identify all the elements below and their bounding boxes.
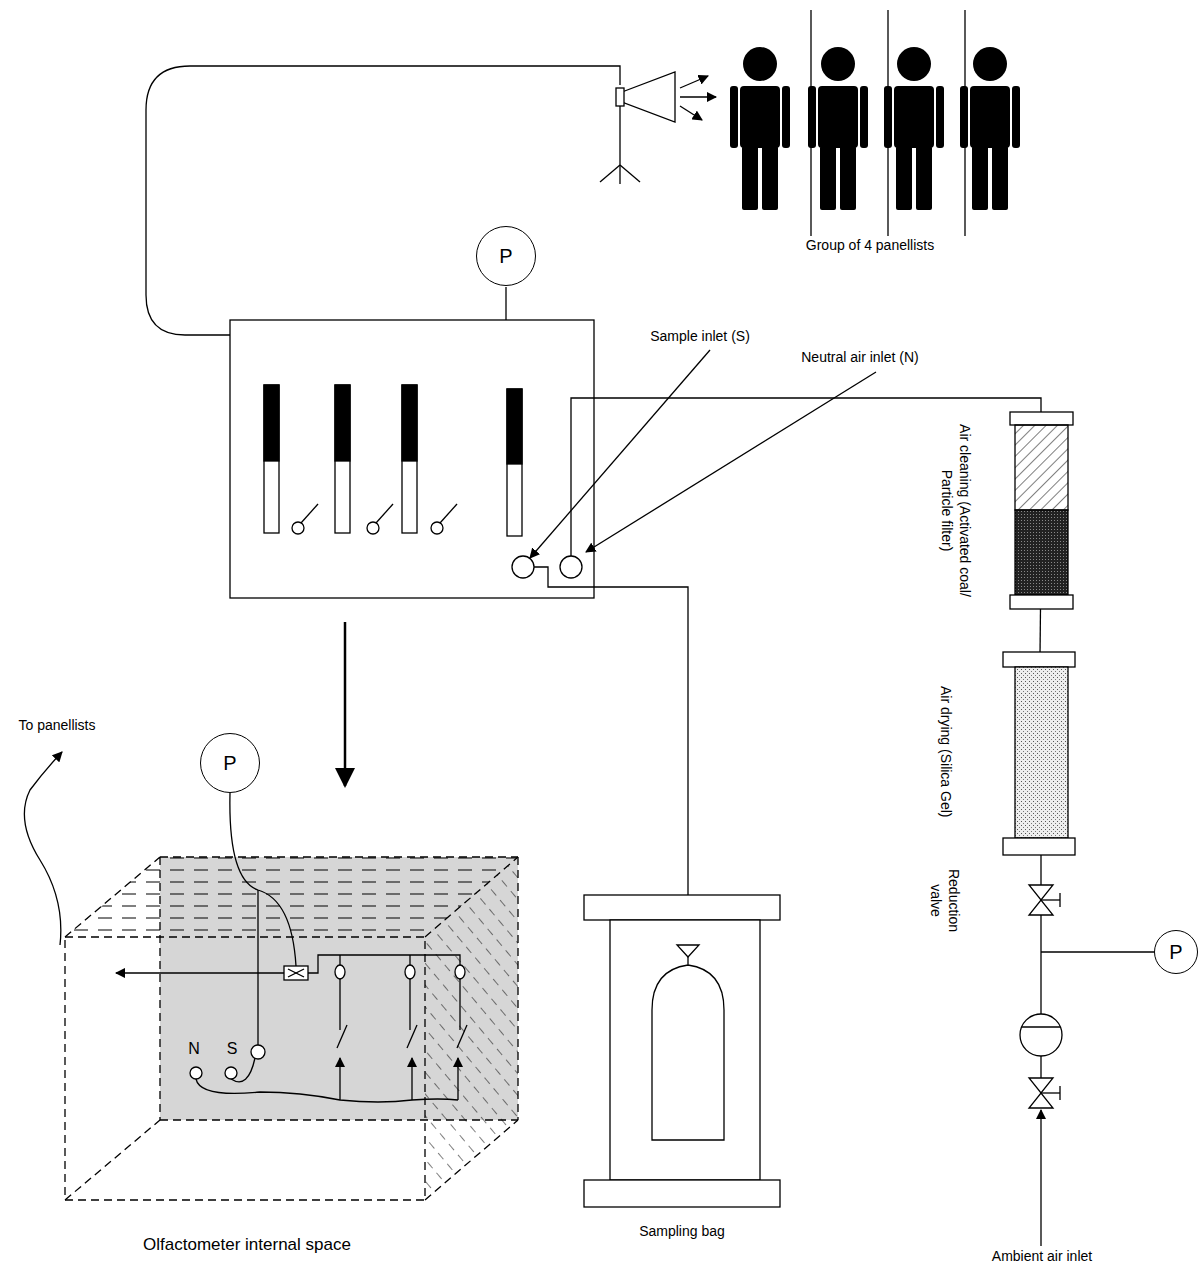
panellist-figure: [730, 86, 738, 148]
group-label: Group of 4 panellists: [770, 237, 970, 255]
panellist-figure: [820, 146, 836, 210]
panellist-figure: [782, 86, 790, 148]
sampling-bag-container: Sampling bag: [584, 895, 780, 1207]
inlet-letter: S: [220, 1039, 244, 1059]
pipe-connector: [1039, 609, 1041, 652]
panellist-figure: [740, 86, 780, 148]
inlet-label: Ambient air inlet: [962, 1248, 1122, 1266]
panellists: [811, 10, 965, 236]
panellist-figure: [916, 146, 932, 210]
panellist-figure: [896, 146, 912, 210]
gauge-letter: P: [223, 751, 236, 776]
panellist-figure: [808, 86, 816, 148]
panellist-figure: [992, 146, 1008, 210]
valve-label: Reduction valve: [927, 860, 962, 940]
olfactometer-box: Olfactometer internal space: [60, 852, 525, 1204]
panellist-figure: [897, 47, 931, 81]
inlet-letter: N: [182, 1039, 206, 1059]
panellist-figure: [860, 86, 868, 148]
outlet-label: To panellists: [2, 717, 112, 735]
panellist-figure: [742, 146, 758, 210]
node-label: Air drying (Silica Gel): [936, 662, 954, 842]
panellist-figure: [972, 146, 988, 210]
panellist-figures: [730, 47, 1020, 210]
panellist-figure: [762, 146, 778, 210]
air-drying-column: Air drying (Silica Gel): [1003, 652, 1075, 855]
panellist-figure: [818, 86, 858, 148]
panellist-figure: [743, 47, 777, 81]
panellist-figure: [821, 47, 855, 81]
panellist-figure: [1012, 86, 1020, 148]
panellist-figure: [960, 86, 968, 148]
panellist-figure: [970, 86, 1010, 148]
gauge-letter: P: [499, 244, 512, 269]
air-cleaning-filter: Air cleaning (Activated coal/ Particle f…: [1010, 412, 1073, 609]
panellist-figure: [973, 47, 1007, 81]
pressure-gauge: P: [200, 733, 260, 793]
pressure-gauge: P: [476, 226, 536, 286]
gauge-letter: P: [1169, 940, 1182, 965]
node-label: Olfactometer internal space: [87, 1234, 407, 1255]
inlet-label: Neutral air inlet (N): [775, 349, 945, 367]
panellist-figure: [894, 86, 934, 148]
panellist-figure: [840, 146, 856, 210]
pressure-gauge: P: [1154, 930, 1198, 974]
node-label: Air cleaning (Activated coal/ Particle f…: [938, 400, 973, 620]
panellist-figure: [884, 86, 892, 148]
panellist-figure: [936, 86, 944, 148]
inlet-label: Sample inlet (S): [630, 328, 770, 346]
node-label: Sampling bag: [582, 1223, 782, 1241]
